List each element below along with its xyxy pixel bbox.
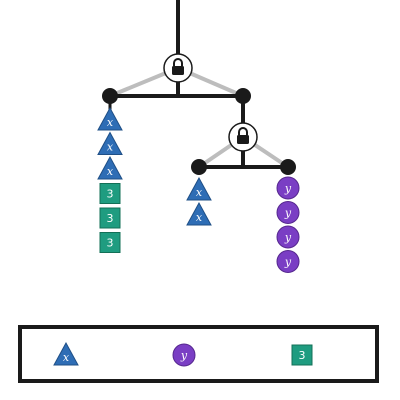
circle-token: y (276, 201, 300, 224)
token-label: x (107, 116, 114, 129)
triangle-token: x (53, 341, 79, 366)
square-token: 3 (291, 344, 313, 366)
token-label: y (284, 231, 292, 244)
triangle-token: x (97, 106, 123, 131)
token-label: y (180, 349, 188, 362)
token-label: x (107, 165, 114, 178)
token-label: x (196, 186, 203, 199)
triangle-token: x (97, 155, 123, 180)
square-token: 3 (99, 183, 121, 204)
circle-token: y (172, 343, 196, 367)
token-label: x (196, 211, 203, 224)
token-label: 3 (107, 188, 114, 201)
token-label: y (284, 207, 292, 220)
token-label: y (284, 256, 292, 269)
token-label: y (284, 182, 292, 195)
token-label: x (63, 351, 70, 364)
circle-token: y (276, 250, 300, 273)
circle-token: y (276, 225, 300, 249)
triangle-token: x (97, 131, 123, 155)
token-label: 3 (107, 237, 114, 250)
legend: x y 3 (53, 341, 313, 367)
junction-node (280, 159, 296, 175)
token-label: 3 (107, 212, 114, 225)
token-label: 3 (299, 349, 306, 362)
triangle-token: x (186, 176, 212, 201)
legend-box (18, 325, 379, 383)
token-label: x (107, 141, 114, 154)
circle-token: y (276, 176, 300, 200)
junction-node (102, 88, 118, 104)
square-token: 3 (99, 232, 121, 253)
lock-icon (228, 122, 258, 152)
triangle-token: x (186, 201, 212, 226)
junction-node (191, 159, 207, 175)
right-left-stack: xx (186, 176, 212, 226)
square-token: 3 (99, 207, 121, 229)
junction-node (235, 88, 251, 104)
lock-icon (163, 53, 193, 83)
